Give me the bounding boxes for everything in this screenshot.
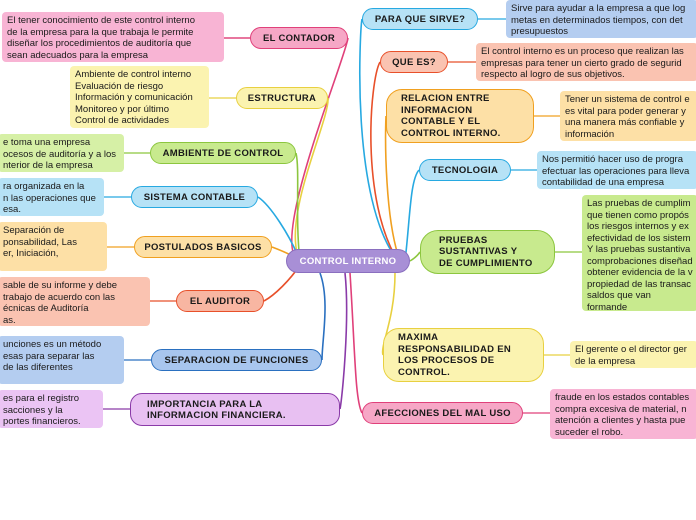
- note-sistema: ra organizada en la n las operaciones qu…: [0, 178, 104, 216]
- note-auditor: sable de su informe y debe trabajo de ac…: [0, 277, 150, 326]
- node-que-es[interactable]: QUE ES?: [380, 51, 448, 73]
- note-importancia: es para el registro sacciones y la porte…: [0, 390, 103, 428]
- note-afecciones: fraude en los estados contables compra e…: [550, 389, 696, 439]
- node-afecciones[interactable]: AFECCIONES DEL MAL USO: [362, 402, 523, 424]
- note-contador: El tener conocimiento de este control in…: [2, 12, 224, 62]
- node-para-que-sirve[interactable]: PARA QUE SIRVE?: [362, 8, 478, 30]
- node-maxima[interactable]: MAXIMA RESPONSABILIDAD EN LOS PROCESOS D…: [383, 328, 544, 382]
- node-separacion-de-funciones[interactable]: SEPARACION DE FUNCIONES: [151, 349, 322, 371]
- node-ambiente-de-control[interactable]: AMBIENTE DE CONTROL: [150, 142, 296, 164]
- node-tecnologia[interactable]: TECNOLOGIA: [419, 159, 511, 181]
- node-postulados-basicos[interactable]: POSTULADOS BASICOS: [134, 236, 272, 258]
- note-para: Sirve para ayudar a la empresa a que log…: [506, 0, 696, 38]
- note-ambiente: e toma una empresa ocesos de auditoría y…: [0, 134, 124, 172]
- note-maxima: El gerente o el director ger de la empre…: [570, 341, 696, 368]
- note-pruebas: Las pruebas de cumplim que tienen como p…: [582, 195, 696, 311]
- node-relacion[interactable]: RELACION ENTRE INFORMACION CONTABLE Y EL…: [386, 89, 534, 143]
- node-estructura[interactable]: ESTRUCTURA: [236, 87, 328, 109]
- note-tecnologia: Nos permitió hacer uso de progra efectua…: [537, 151, 696, 189]
- node-importancia[interactable]: IMPORTANCIA PARA LA INFORMACION FINANCIE…: [130, 393, 340, 426]
- note-que: El control interno es un proceso que rea…: [476, 43, 696, 81]
- central-topic-control-interno[interactable]: CONTROL INTERNO: [286, 249, 410, 273]
- node-pruebas[interactable]: PRUEBAS SUSTANTIVAS Y DE CUMPLIMIENTO: [420, 230, 555, 274]
- node-el-contador[interactable]: EL CONTADOR: [250, 27, 348, 49]
- node-sistema-contable[interactable]: SISTEMA CONTABLE: [131, 186, 258, 208]
- note-relacion: Tener un sistema de control e es vital p…: [560, 91, 696, 141]
- note-separacion: unciones es un método esas para separar …: [0, 336, 124, 384]
- note-postulados: Separación de ponsabilidad, Las er, Inic…: [0, 222, 107, 271]
- note-estructura: Ambiente de control interno Evaluación d…: [70, 66, 209, 128]
- node-el-auditor[interactable]: EL AUDITOR: [176, 290, 264, 312]
